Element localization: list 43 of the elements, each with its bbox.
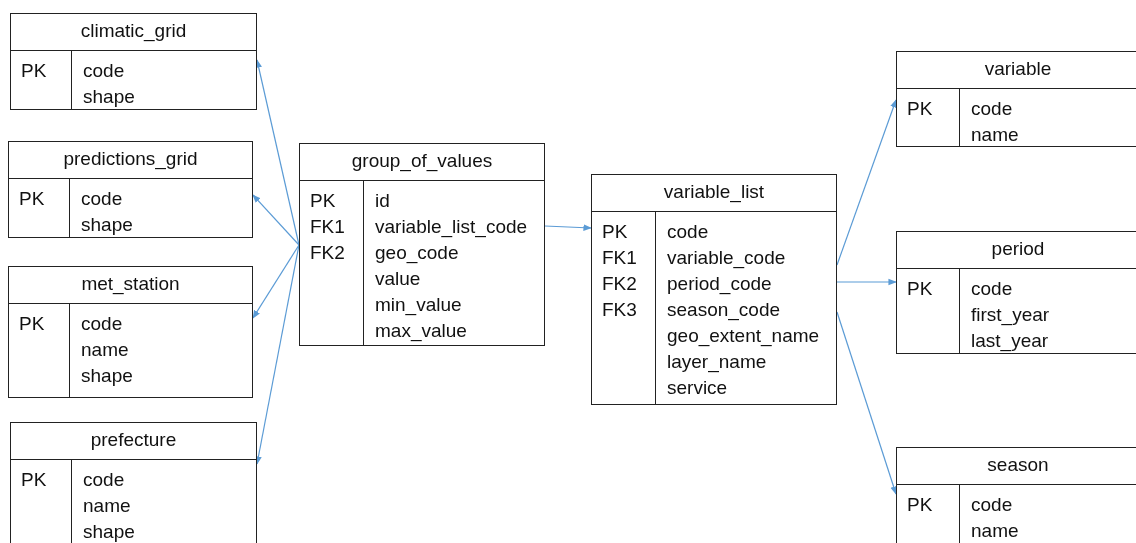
table-box [8, 141, 253, 238]
table-box [896, 51, 1136, 147]
key-list: PK [19, 311, 65, 337]
table-name: met_station [81, 272, 180, 297]
field-list: code name [971, 492, 1136, 543]
table-box [299, 143, 545, 346]
table-name: period [991, 237, 1045, 261]
table-box [896, 447, 1136, 543]
key-list: PK FK1 FK2 [310, 188, 359, 266]
arrow [836, 99, 897, 266]
field-list: id variable_list_code geo_code value min_value max_value [375, 188, 542, 344]
field-list: code variable_code period_code season_code geo_extent_name layer_name service [667, 219, 834, 401]
arrow [255, 59, 300, 246]
table-name: predictions_grid [63, 147, 198, 172]
field-list: code first_year last_year [971, 276, 1136, 354]
key-list: PK [21, 58, 67, 84]
field-list: code name shape [81, 311, 250, 389]
key-list: PK [907, 96, 955, 122]
field-list: code shape [83, 58, 254, 110]
table-name: group_of_values [351, 149, 493, 174]
table-name: climatic_grid [80, 19, 187, 44]
arrow [544, 224, 592, 232]
table-name: season [987, 453, 1049, 477]
field-list: code name [971, 96, 1136, 148]
field-list: code name shape [83, 467, 254, 543]
arrow [836, 311, 897, 495]
arrow [252, 194, 300, 246]
table-box [10, 13, 257, 110]
arrow [252, 244, 300, 319]
field-list: code shape [81, 186, 250, 238]
key-list: PK FK1 FK2 FK3 [602, 219, 651, 323]
table-name: variable [984, 57, 1052, 81]
key-list: PK [907, 276, 955, 302]
table-name: variable_list [663, 180, 765, 205]
key-list: PK [21, 467, 67, 493]
table-box [896, 231, 1136, 354]
key-list: PK [19, 186, 65, 212]
table-box [8, 266, 253, 398]
table-box [591, 174, 837, 405]
key-list: PK [907, 492, 955, 518]
arrow [836, 278, 897, 286]
table-box [10, 422, 257, 543]
table-name: prefecture [90, 428, 177, 452]
